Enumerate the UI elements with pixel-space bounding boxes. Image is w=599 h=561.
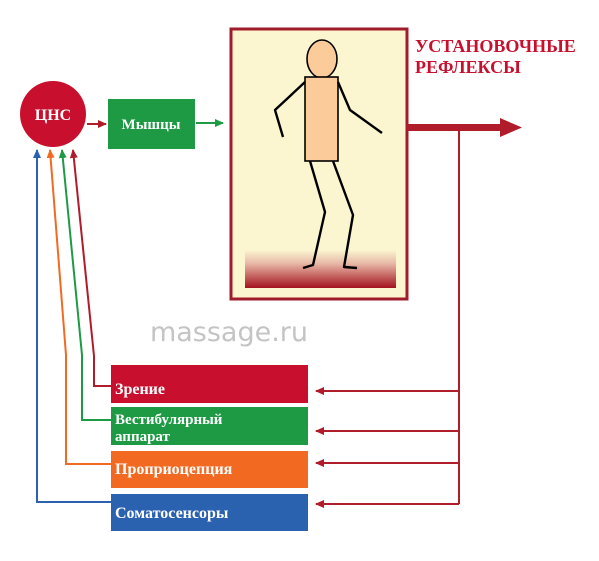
somatosensory-label: Соматосенсоры	[115, 505, 229, 522]
somatosensory-node: Соматосенсоры	[111, 494, 308, 531]
output-arrow	[407, 118, 522, 137]
muscles-node: Мышцы	[108, 99, 195, 149]
vision-label: Зрение	[115, 381, 165, 398]
muscles-label: Мышцы	[122, 117, 181, 133]
vestibular-label-line2: аппарат	[115, 429, 171, 445]
vestibular-node: Вестибулярный аппарат	[111, 407, 308, 445]
reflexes-title-line1: УСТАНОВОЧНЫЕ	[415, 36, 576, 56]
proprioception-node: Проприоцепция	[111, 451, 308, 488]
cns-label: ЦНС	[35, 107, 71, 124]
proprioception-to-cns-arrow	[46, 149, 111, 465]
body-panel	[229, 27, 409, 301]
watermark-text: massage.ru	[150, 317, 308, 348]
feedback-lines-right	[315, 128, 460, 508]
human-figure-icon	[273, 39, 383, 270]
vestibular-to-cns-arrow	[58, 149, 111, 421]
floor-gradient	[245, 250, 396, 288]
reflexes-title-line2: РЕФЛЕКСЫ	[415, 57, 521, 77]
proprioception-label: Проприоцепция	[115, 461, 233, 478]
feedback-lines-left	[33, 149, 111, 503]
cns-node: ЦНС	[20, 81, 86, 147]
somatosensory-to-cns-arrow	[33, 149, 111, 503]
vestibular-label-line1: Вестибулярный	[115, 412, 223, 428]
vision-to-cns-arrow	[69, 149, 111, 387]
reflexes-title: УСТАНОВОЧНЫЕ РЕФЛЕКСЫ	[415, 36, 576, 77]
vision-node: Зрение	[111, 365, 308, 403]
